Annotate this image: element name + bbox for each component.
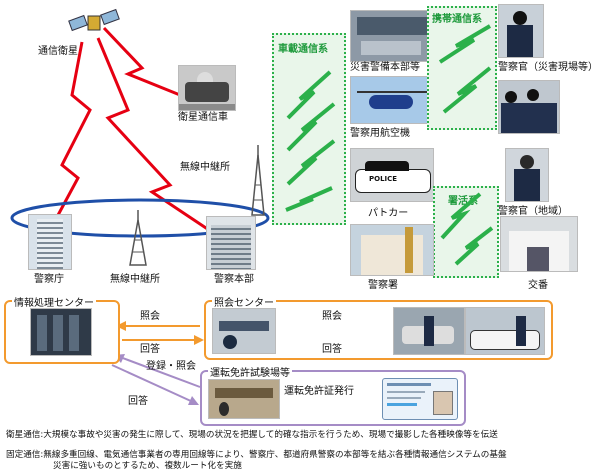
patrol-car-photo: POLICE: [350, 148, 434, 202]
satellite-link-hq: [96, 37, 213, 234]
arrow-register: 登録・照会: [146, 361, 196, 372]
arrow-answer-2: 回答: [322, 344, 342, 355]
koban-photo: [500, 216, 578, 272]
info-center-photo: [30, 308, 92, 356]
satellite-vehicle-label: 衛星通信車: [178, 112, 228, 123]
field-inquiry-photo-2: [465, 307, 545, 355]
police-hq-photo: [206, 216, 256, 270]
field-inquiry-photo-1: [393, 307, 465, 355]
police-station-label: 警察署: [368, 280, 398, 291]
info-center-title: 情報処理センター: [12, 294, 96, 309]
vehicle-system-title: 車載通信系: [278, 44, 328, 55]
fixed-network-ring: [10, 198, 270, 238]
license-center-title: 運転免許試験場等: [208, 364, 292, 379]
officer-disaster-photo: [498, 4, 544, 58]
police-sign-text: POLICE: [369, 175, 398, 183]
vehicle-system-box: [272, 33, 346, 225]
koban-label: 交番: [528, 280, 548, 291]
arrow-inquiry-2: 照会: [322, 311, 342, 322]
aircraft-photo: [350, 76, 434, 124]
relay-tower-lower: [129, 210, 147, 266]
disaster-hq-label: 災害警備本部等: [350, 62, 420, 73]
portable-system-title: 携帯通信系: [432, 14, 482, 25]
satellite-icon: [68, 8, 124, 42]
note-satellite: 衛星通信:大規模な事故や災害の発生に際して、現場の状況を把握して的確な指示を行う…: [6, 430, 498, 440]
patrol-car-label: パトカー: [368, 208, 409, 219]
station-system-title: 署活系: [448, 196, 478, 207]
inquiry-center-title: 照会センター: [212, 294, 276, 309]
satellite-link-npa: [48, 41, 92, 231]
relay-lower-label: 無線中継所: [110, 274, 160, 285]
police-hq-label: 警察本部: [214, 274, 254, 285]
npa-label: 警察庁: [34, 274, 64, 285]
license-center-photo: [208, 379, 280, 419]
satellite-vehicle-photo: [178, 65, 236, 111]
police-station-photo: [350, 224, 434, 276]
arrow-inquiry-1: 照会: [140, 311, 160, 322]
license-issue-label: 運転免許証発行: [284, 386, 354, 397]
officer-disaster-label: 警察官（災害現場等）: [498, 62, 598, 73]
officer-local-photo: [505, 148, 549, 202]
relay-upper-label: 無線中継所: [180, 162, 230, 173]
officer-group-photo: [498, 80, 560, 134]
disaster-hq-photo: [350, 10, 434, 62]
satellite-link-vehicle: [102, 26, 181, 97]
arrow-answer-1: 回答: [140, 344, 160, 355]
relay-tower-upper: [251, 145, 265, 216]
note-fixed: 固定通信:無線多重回線、電気通信事業者の専用回線等により、警察庁、都道府県警察の…: [6, 450, 507, 460]
license-card: [382, 378, 458, 420]
npa-building-photo: [28, 214, 72, 270]
inquiry-center-photo: [212, 308, 276, 354]
arrow-answer-3: 回答: [128, 396, 148, 407]
aircraft-label: 警察用航空機: [350, 128, 410, 139]
officer-local-label: 警察官（地域）: [498, 206, 568, 217]
note-multiroute: 災害に強いものとするため、複数ルート化を実施: [53, 461, 242, 471]
satellite-label: 通信衛星: [38, 46, 78, 57]
